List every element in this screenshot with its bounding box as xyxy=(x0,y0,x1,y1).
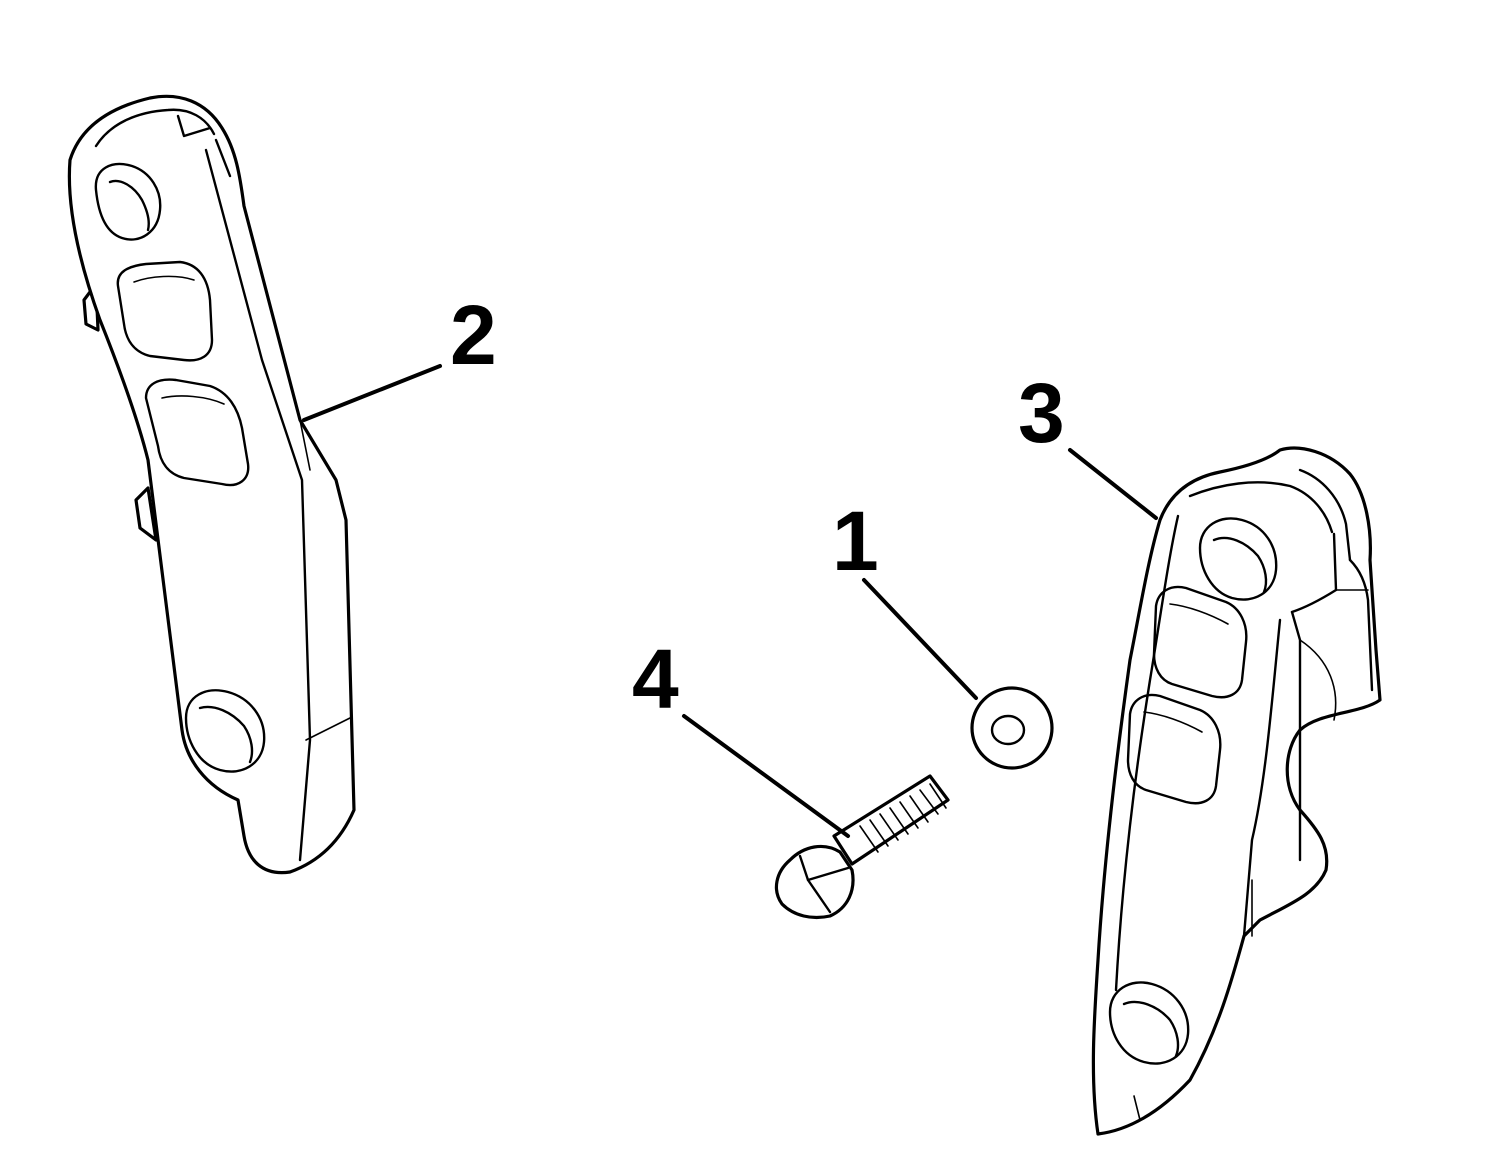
right-bracket xyxy=(1091,446,1382,1136)
left-bracket xyxy=(67,94,356,875)
leader-3 xyxy=(1068,448,1158,520)
bolt xyxy=(774,774,950,920)
leader-4 xyxy=(682,714,850,838)
leader-2 xyxy=(302,364,442,422)
washer xyxy=(970,686,1054,770)
callout-labels: 1 2 3 4 xyxy=(450,288,1065,726)
callout-2: 2 xyxy=(450,288,497,382)
callout-1: 1 xyxy=(832,494,879,588)
leader-lines xyxy=(302,364,1158,838)
callout-3: 3 xyxy=(1018,366,1065,460)
leader-1 xyxy=(862,578,978,700)
callout-4: 4 xyxy=(632,632,679,726)
